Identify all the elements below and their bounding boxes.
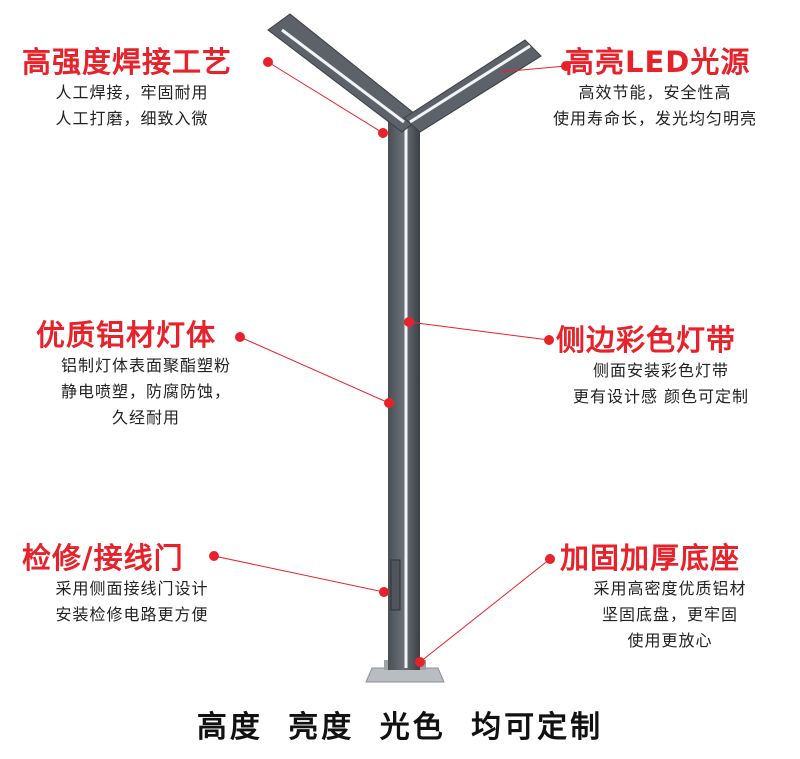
callout-dot (235, 332, 245, 342)
feature-line: 采用侧面接线门设计 (55, 579, 209, 598)
feature-title: 高强度焊接工艺 (22, 45, 233, 79)
feature-line: 高效节能，安全性高 (578, 83, 732, 102)
callout-dot (415, 657, 425, 667)
access-door (390, 559, 401, 611)
feature-desc: 采用侧面接线门设计 安装检修电路更方便 (22, 576, 242, 628)
feature-aluminum-body: 优质铝材灯体 铝制灯体表面聚酯塑粉 静电喷塑，防腐防蚀， 久经耐用 (36, 317, 266, 431)
feature-line: 安装检修电路更方便 (55, 605, 209, 624)
callout-weld (263, 57, 388, 138)
feature-desc: 采用高密度优质铝材 坚固底盘，更牢固 使用更放心 (560, 576, 780, 654)
feature-title: 侧边彩色灯带 (556, 323, 737, 357)
feature-line: 更有设计感 颜色可定制 (572, 387, 750, 406)
callout-door (209, 551, 389, 597)
feature-desc: 人工焊接，牢固耐用 人工打磨，细致入微 (22, 80, 242, 132)
feature-line: 侧面安装彩色灯带 (592, 361, 729, 380)
feature-title: 检修/接线门 (22, 541, 184, 575)
callout-dot (263, 57, 273, 67)
callout-led (499, 61, 571, 73)
feature-line: 使用更放心 (627, 631, 713, 650)
feature-reinforced-base: 加固加厚底座 采用高密度优质铝材 坚固底盘，更牢固 使用更放心 (560, 540, 790, 654)
feature-welding: 高强度焊接工艺 人工焊接，牢固耐用 人工打磨，细致入微 (22, 44, 272, 132)
callout-dot (378, 128, 388, 138)
callout-dot (544, 335, 554, 345)
feature-line: 久经耐用 (111, 408, 180, 427)
feature-line: 人工打磨，细致入微 (55, 109, 209, 128)
callout-dot (404, 317, 414, 327)
feature-line: 铝制灯体表面聚酯塑粉 (60, 356, 231, 375)
feature-title: 优质铝材灯体 (36, 318, 217, 352)
callout-dot (561, 61, 571, 71)
callout-dot (379, 587, 389, 597)
feature-line: 人工焊接，牢固耐用 (55, 83, 209, 102)
callout-aluminum (235, 332, 394, 408)
feature-desc: 侧面安装彩色灯带 更有设计感 颜色可定制 (536, 358, 786, 410)
callout-dot (384, 398, 394, 408)
feature-title: 加固加厚底座 (560, 541, 741, 575)
callout-dot (209, 551, 219, 561)
feature-line: 静电喷塑，防腐防蚀， (60, 382, 231, 401)
lamp-pole (388, 118, 420, 670)
feature-line: 采用高密度优质铝材 (593, 579, 747, 598)
feature-line: 使用寿命长，发光均匀明亮 (552, 109, 757, 128)
footer-caption: 高度 亮度 光色 均可定制 (196, 710, 604, 745)
left-lamp-arm (267, 13, 421, 133)
feature-side-light-strip: 侧边彩色灯带 侧面安装彩色灯带 更有设计感 颜色可定制 (556, 322, 786, 410)
feature-led-light-source: 高亮LED光源 高效节能，安全性高 使用寿命长，发光均匀明亮 (553, 44, 790, 132)
feature-access-door: 检修/接线门 采用侧面接线门设计 安装检修电路更方便 (22, 540, 252, 628)
feature-title: 高亮LED光源 (565, 45, 751, 79)
feature-line: 坚固底盘，更牢固 (601, 605, 738, 624)
callout-strip (404, 317, 554, 345)
feature-desc: 高效节能，安全性高 使用寿命长，发光均匀明亮 (515, 80, 795, 132)
callout-dot (545, 554, 555, 564)
feature-desc: 铝制灯体表面聚酯塑粉 静电喷塑，防腐防蚀， 久经耐用 (26, 353, 266, 431)
callout-base (415, 554, 555, 667)
right-lamp-arm (403, 39, 542, 133)
